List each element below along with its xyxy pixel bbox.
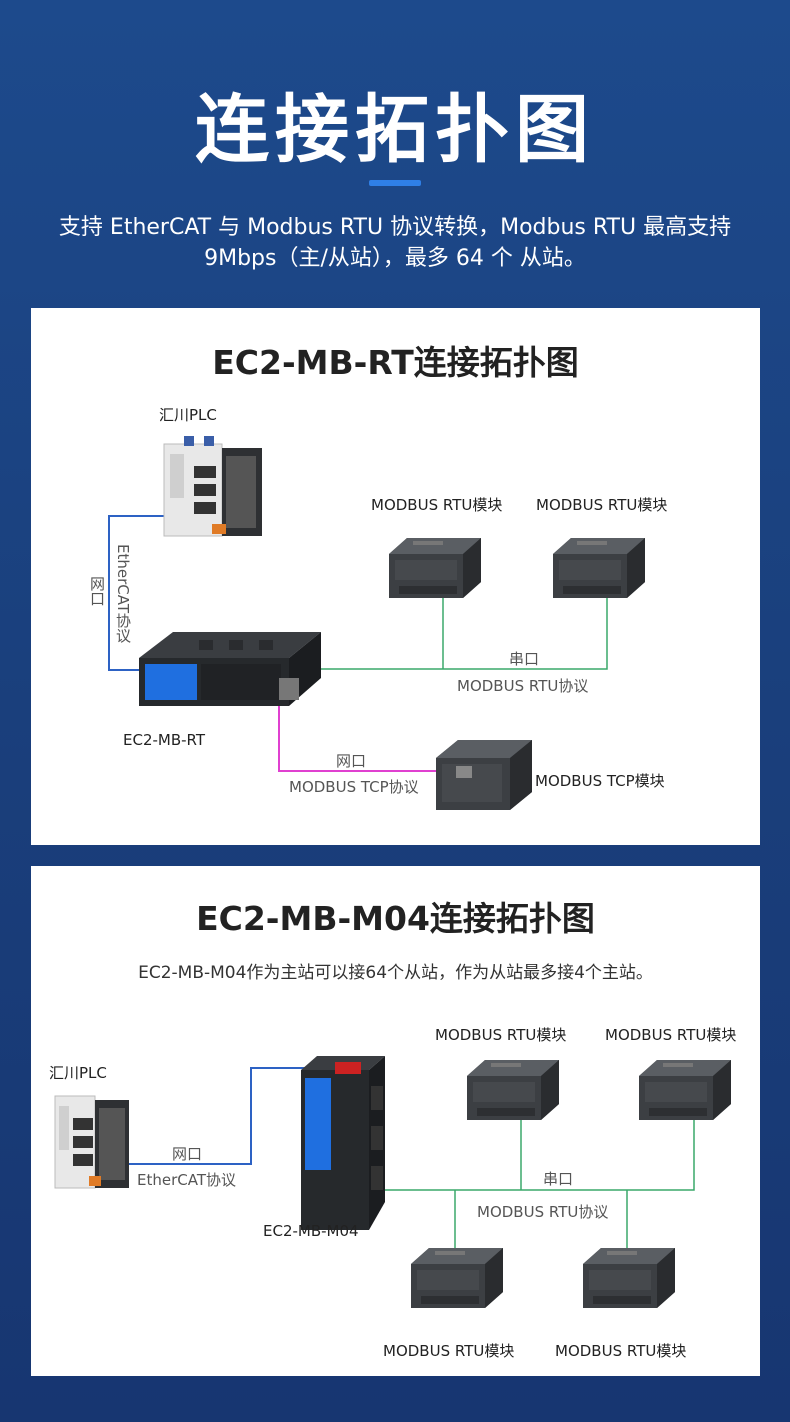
plc-label: 汇川PLC <box>159 406 217 424</box>
rtu-module-icon <box>389 538 481 598</box>
subtitle-line-2: 9Mbps（主/从站），最多 64 个 从站。 <box>204 246 586 271</box>
rtu-module-icon <box>583 1248 675 1308</box>
ethercat-line <box>91 1067 313 1165</box>
gateway-device-icon <box>139 632 321 706</box>
tcp-module-icon <box>436 740 532 810</box>
gateway-device-icon <box>301 1056 385 1230</box>
tcp-protocol-label: MODBUS TCP协议 <box>289 778 419 796</box>
ethercat-protocol-label: EtherCAT协议 <box>137 1171 236 1189</box>
rtu-protocol-label: MODBUS RTU协议 <box>457 677 589 695</box>
rtu-module-label-top-2: MODBUS RTU模块 <box>605 1026 737 1044</box>
plc-icon <box>54 1095 129 1189</box>
serial-port-label: 串口 <box>509 650 540 668</box>
net-port-label: 网口 <box>88 576 106 606</box>
diagram-2-title: EC2-MB-M04连接拓扑图 <box>196 899 595 938</box>
ethercat-protocol-label: EtherCAT协议 <box>114 544 132 643</box>
rtu-module-label-2: MODBUS RTU模块 <box>536 496 668 514</box>
tcp-module-label: MODBUS TCP模块 <box>535 772 665 790</box>
rtu-module-label-bottom-1: MODBUS RTU模块 <box>383 1342 515 1360</box>
rtu-bus-line <box>313 598 608 670</box>
tcp-net-port-label: 网口 <box>336 752 367 770</box>
rtu-module-icon <box>553 538 645 598</box>
title-underline <box>369 180 421 186</box>
device-label: EC2-MB-M04 <box>263 1222 359 1240</box>
net-port-label: 网口 <box>172 1145 203 1163</box>
diagram-1-title: EC2-MB-RT连接拓扑图 <box>212 343 579 382</box>
rtu-module-label-bottom-2: MODBUS RTU模块 <box>555 1342 687 1360</box>
serial-port-label: 串口 <box>543 1170 574 1188</box>
diagram-panel-ec2-mb-m04: EC2-MB-M04连接拓扑图 EC2-MB-M04作为主站可以接64个从站，作… <box>31 866 760 1376</box>
diagram-2-lines <box>54 1056 731 1308</box>
diagram-1-lines <box>108 436 645 810</box>
page-title: 连接拓扑图 <box>195 87 595 173</box>
tcp-line <box>278 703 439 772</box>
plc-label: 汇川PLC <box>49 1064 107 1082</box>
rtu-module-icon <box>411 1248 503 1308</box>
rtu-module-icon <box>639 1060 731 1120</box>
device-label: EC2-MB-RT <box>123 731 206 749</box>
rtu-protocol-label: MODBUS RTU协议 <box>477 1203 609 1221</box>
ethercat-line <box>108 515 179 671</box>
subtitle-line-1: 支持 EtherCAT 与 Modbus RTU 协议转换，Modbus RTU… <box>58 215 732 240</box>
rtu-module-label-top-1: MODBUS RTU模块 <box>435 1026 567 1044</box>
diagram-panel-ec2-mb-rt: EC2-MB-RT连接拓扑图 <box>31 308 760 845</box>
rtu-bus-line <box>379 1120 695 1191</box>
plc-icon <box>163 436 262 537</box>
rtu-module-icon <box>467 1060 559 1120</box>
rtu-module-label-1: MODBUS RTU模块 <box>371 496 503 514</box>
page-subtitle: 支持 EtherCAT 与 Modbus RTU 协议转换，Modbus RTU… <box>20 212 770 274</box>
diagram-2-description: EC2-MB-M04作为主站可以接64个从站，作为从站最多接4个主站。 <box>138 963 653 983</box>
